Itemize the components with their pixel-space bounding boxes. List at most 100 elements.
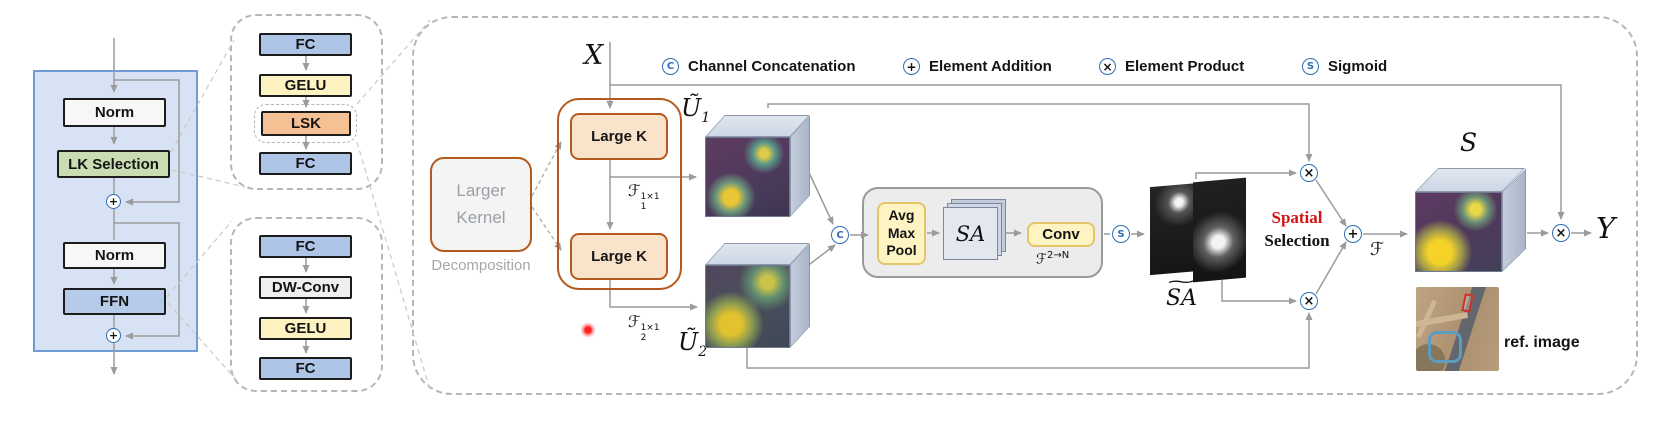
attn-lsk-label: LSK <box>291 115 321 132</box>
concat-node-glyph: C <box>836 229 844 241</box>
legend-sigmoid-label: Sigmoid <box>1328 58 1388 75</box>
reference-image <box>1416 287 1499 371</box>
sa-tilde-label: ~ SA <box>1165 272 1197 311</box>
concat-icon: C <box>662 58 679 75</box>
sigmoid-node-glyph: S <box>1117 228 1125 240</box>
f2-base: ℱ <box>628 312 641 331</box>
large-k-2-label: Large K <box>591 248 647 265</box>
pool-line2: Max <box>887 224 916 241</box>
ffn-dwconv-label: DW-Conv <box>271 279 340 296</box>
norm-top-box: Norm <box>63 98 166 127</box>
ref-image-text: ref. image <box>1504 334 1580 351</box>
f1-base: ℱ <box>628 181 641 200</box>
large-k-box-2: Large K <box>570 233 668 280</box>
tilde-mark: ~ <box>1165 272 1198 291</box>
pool-line3: Pool <box>886 242 917 259</box>
output-y-label: Y <box>1596 211 1615 245</box>
product-icon: × <box>1099 58 1116 75</box>
attn-gelu-label: GELU <box>284 77 327 94</box>
pool-line1: Avg <box>888 207 915 224</box>
conv-box: Conv <box>1027 222 1095 247</box>
avg-max-pool-box: Avg Max Pool <box>877 202 926 265</box>
add-node-glyph: + <box>1347 226 1359 242</box>
norm-top-label: Norm <box>94 104 135 121</box>
s-feature-map <box>1415 192 1502 272</box>
sa-tilde-base: SA <box>1166 286 1197 311</box>
legend-element-addition: + Element Addition <box>903 58 1052 75</box>
selection-text: Selection <box>1264 231 1330 250</box>
sigmoid-icon: S <box>1302 58 1319 75</box>
ffn-fc-in-label: FC <box>295 238 316 255</box>
ffn-label: FFN <box>99 293 130 310</box>
u1-base: Ũ <box>681 94 702 122</box>
u2-feature-label: Ũ2 <box>678 328 707 360</box>
concat-node: C <box>831 226 849 244</box>
sa-tilde-wrap: ~ SA <box>1165 272 1197 311</box>
sigmoid-node: S <box>1112 225 1130 243</box>
u1-sub: 1 <box>701 109 711 126</box>
product-node-output: × <box>1552 224 1570 242</box>
legend-product-label: Element Product <box>1125 58 1245 75</box>
f-fused-label: ℱ <box>1370 239 1384 260</box>
f-fused-text: ℱ <box>1370 239 1385 260</box>
decomposition-label: Decomposition <box>424 257 538 274</box>
u1-feature-map <box>705 137 790 217</box>
u2-feature-map <box>705 265 790 348</box>
s-text: S <box>1460 128 1478 157</box>
sa-map-2 <box>1193 177 1246 283</box>
decomposition-text: Decomposition <box>431 257 531 274</box>
legend-add-label: Element Addition <box>929 58 1052 75</box>
lk-selection-label: LK Selection <box>68 155 159 173</box>
legend-channel-concatenation: C Channel Concatenation <box>662 58 856 75</box>
plus-icon: + <box>108 195 119 208</box>
norm-bottom-box: Norm <box>63 242 166 269</box>
ffn-fc-out-box: FC <box>259 357 352 380</box>
fconv-base: ℱ <box>1036 251 1048 268</box>
y-text: Y <box>1596 211 1616 245</box>
ref-image-label: ref. image <box>1504 334 1580 352</box>
attn-fc-in-box: FC <box>259 33 352 56</box>
ffn-gelu-box: GELU <box>259 317 352 340</box>
product-node-bottom: × <box>1300 292 1318 310</box>
attn-fc-in-label: FC <box>295 36 316 53</box>
spatial-text: Spatial <box>1271 208 1323 227</box>
ffn-fc-out-label: FC <box>295 360 316 377</box>
larger-kernel-line2: Kernel <box>456 207 506 227</box>
conv-label: Conv <box>1042 226 1080 243</box>
ffn-fc-in-box: FC <box>259 235 352 258</box>
sa-stack-front: SA <box>943 207 998 260</box>
add-node: + <box>1344 225 1362 243</box>
plus-icon: + <box>108 329 119 342</box>
larger-kernel-box: Larger Kernel <box>430 157 532 252</box>
ffn-gelu-label: GELU <box>284 320 327 337</box>
ffn-dwconv-box: DW-Conv <box>259 276 352 299</box>
u2-sub: 2 <box>698 343 708 360</box>
f-conv-label: ℱ2→N <box>1036 250 1069 268</box>
legend-element-product: × Element Product <box>1099 58 1244 75</box>
lk-selection-box: LK Selection <box>57 150 170 178</box>
u1-feature-label: Ũ1 <box>681 94 710 126</box>
ref-blue-annotation <box>1428 331 1462 363</box>
residual-add-node-2: + <box>106 328 121 343</box>
selection-label: Selection <box>1249 231 1345 251</box>
sa-label: SA <box>955 221 986 246</box>
product-node-top: × <box>1300 164 1318 182</box>
f2-sup: 1×1 <box>640 323 660 333</box>
input-x-label: X <box>584 40 603 71</box>
spatial-label: Spatial <box>1256 208 1338 228</box>
product-output-glyph: × <box>1555 225 1567 241</box>
attn-fc-out-box: FC <box>259 152 352 175</box>
fconv-sup: 2→N <box>1047 250 1070 261</box>
s-output-label: S <box>1460 128 1477 157</box>
f1-sub: 1 <box>640 201 647 212</box>
norm-bottom-label: Norm <box>94 247 135 264</box>
add-icon: + <box>903 58 920 75</box>
product-bottom-glyph: × <box>1303 293 1315 309</box>
ffn-box: FFN <box>63 288 166 315</box>
red-cursor-artifact <box>580 322 596 338</box>
larger-kernel-line1: Larger <box>456 181 506 201</box>
large-k-1-label: Large K <box>591 128 647 145</box>
